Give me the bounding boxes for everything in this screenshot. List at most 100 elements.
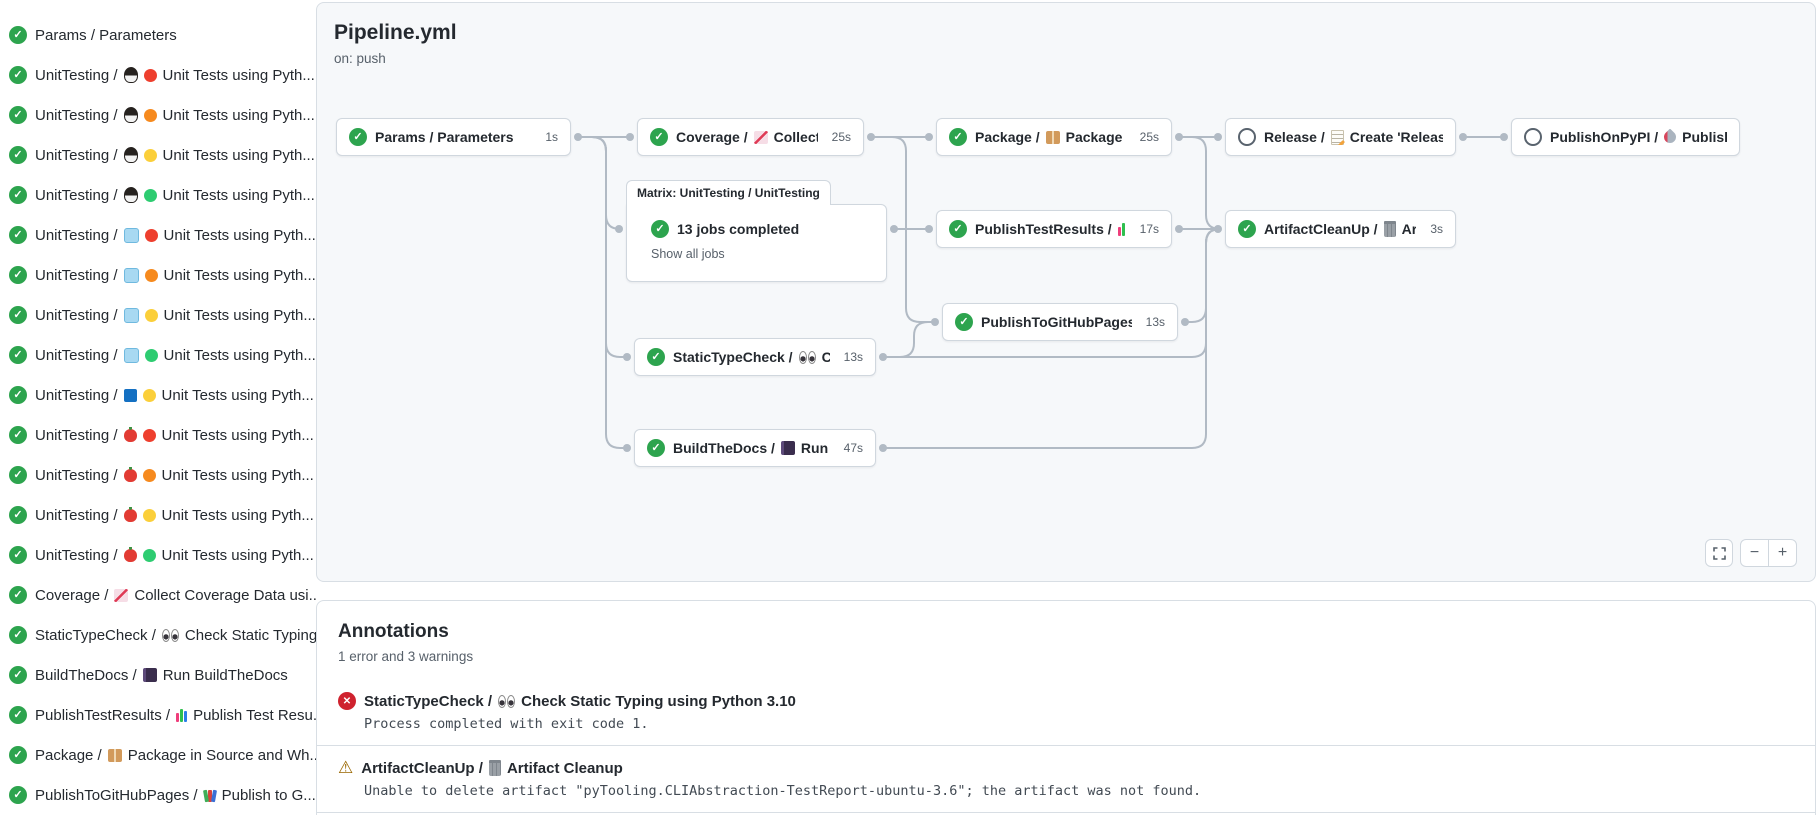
job-node-label: StaticTypeCheck /Chec... [673,349,830,365]
sidebar-job-label: UnitTesting /Unit Tests using Pyth... [35,146,315,164]
sidebar-job-item[interactable]: ✓UnitTesting /Unit Tests using Pyth... [0,255,316,295]
apple-icon [123,546,137,562]
job-duration: 13s [843,350,863,364]
annotations-panel: Annotations 1 error and 3 warnings ✕ Stat… [316,600,1816,815]
zoom-in-button[interactable]: + [1768,540,1796,566]
dot-green-icon [142,548,156,562]
annotations-rows: ✕ StaticTypeCheck /Check Static Typing us… [317,678,1815,813]
job-duration: 25s [1139,130,1159,144]
success-check-icon: ✓ [651,220,669,238]
annotation-job-link[interactable]: ArtifactCleanUp /Artifact Cleanup [361,759,623,777]
annotation-message: Process completed with exit code 1. [364,716,649,732]
job-node-release[interactable]: Release /Create 'Release P... [1225,118,1456,156]
skipped-circle-icon [1238,128,1256,146]
success-check-icon: ✓ [9,106,27,124]
dot-yellow-icon [142,388,156,402]
sidebar-job-item[interactable]: ✓UnitTesting /Unit Tests using Pyth... [0,175,316,215]
sidebar-job-item[interactable]: ✓UnitTesting /Unit Tests using Pyth... [0,455,316,495]
trash-icon [1383,221,1396,237]
blue-square-icon [123,388,137,402]
success-check-icon: ✓ [9,226,27,244]
annotations-header: Annotations 1 error and 3 warnings [317,601,1815,678]
success-check-icon: ✓ [349,128,367,146]
success-check-icon: ✓ [9,706,27,724]
rocket-icon [1661,129,1679,145]
sidebar-job-item[interactable]: ✓PublishToGitHubPages /Publish to G... [0,775,316,815]
jobs-sidebar: ✓Params / Parameters ✓ UnitTesting /Unit T… [0,15,316,815]
sidebar-job-item[interactable]: ✓Package /Package in Source and Wh... [0,735,316,775]
job-node-label: PublishToGitHubPages /... [981,314,1132,330]
warning-triangle-icon: ⚠ [338,758,354,777]
success-check-icon: ✓ [9,266,27,284]
success-check-icon: ✓ [647,439,665,457]
eyes-icon [161,628,179,642]
annotations-title: Annotations [338,621,449,642]
job-duration: 17s [1139,222,1159,236]
sidebar-job-item[interactable]: ✓BuildTheDocs /Run BuildTheDocs [0,655,316,695]
job-node-package[interactable]: ✓Package /Package in So...25s [936,118,1172,156]
penguin-icon [123,67,138,83]
ice-cube-icon [123,347,139,363]
job-node-static-type-check[interactable]: ✓StaticTypeCheck /Chec...13s [634,338,876,376]
sidebar-job-label: UnitTesting /Unit Tests using Pyth... [35,226,316,244]
sidebar-job-item[interactable]: ✓UnitTesting /Unit Tests using Pyth... [0,495,316,535]
sidebar-job-label: UnitTesting /Unit Tests using Pyth... [35,506,314,524]
sidebar-job-item[interactable]: ✓ UnitTesting /Unit Tests using Pyth... [0,535,316,575]
job-node-build-the-docs[interactable]: ✓BuildTheDocs /Run Buil...47s [634,429,876,467]
job-node-publish-on-pypi[interactable]: PublishOnPyPI /Publish to ... [1511,118,1740,156]
job-node-publish-to-github-pages[interactable]: ✓PublishToGitHubPages /...13s [942,303,1178,341]
zoom-out-button[interactable]: − [1749,544,1760,561]
job-node-artifact-cleanup[interactable]: ✓ArtifactCleanUp /Artifac...3s [1225,210,1456,248]
sidebar-job-item[interactable]: ✓UnitTesting /Unit Tests using Pyth... [0,135,316,175]
sidebar-job-item[interactable]: ✓UnitTesting /Unit Tests using Pyth... [0,55,316,95]
success-check-icon: ✓ [949,220,967,238]
success-check-icon: ✓ [9,426,27,444]
sidebar-job-item[interactable]: ✓UnitTesting /Unit Tests using Pyth... [0,295,316,335]
annotation-message: Unable to delete artifact "pyTooling.CLI… [364,783,1202,799]
show-all-jobs-link[interactable]: Show all jobs [651,247,725,261]
sidebar-job-label: UnitTesting /Unit Tests using Pyth... [35,466,314,484]
annotation-job-link[interactable]: StaticTypeCheck /Check Static Typing usi… [364,692,796,710]
dot-red-icon [143,68,157,82]
sidebar-job-item[interactable]: ✓UnitTesting /Unit Tests using Pyth... [0,335,316,375]
job-node-coverage[interactable]: ✓Coverage /Collect Cove...25s [637,118,864,156]
success-check-icon: ✓ [9,546,27,564]
graph-controls: − + [1705,539,1797,567]
sidebar-job-item[interactable]: ✓PublishTestResults /Publish Test Resu..… [0,695,316,735]
success-check-icon: ✓ [9,346,27,364]
fullscreen-button[interactable] [1705,539,1733,567]
bar-chart-icon [176,708,188,722]
job-node-publish-test-results[interactable]: ✓PublishTestResults /Pu...17s [936,210,1172,248]
ice-cube-icon [123,227,139,243]
sidebar-job-item[interactable]: ✓ UnitTesting /Unit Tests using Pyth... [0,415,316,455]
dot-orange-icon [142,468,156,482]
sidebar-job-label: UnitTesting /Unit Tests using Pyth... [35,66,315,84]
books-icon [202,789,217,802]
sidebar-job-item[interactable]: ✓StaticTypeCheck /Check Static Typing... [0,615,316,655]
annotations-summary: 1 error and 3 warnings [338,649,474,664]
dot-orange-icon [144,268,158,282]
error-x-icon: ✕ [338,692,356,710]
sidebar-job-item[interactable]: ✓ UnitTesting /Unit Tests using Pyth... [0,215,316,255]
graph-header: Pipeline.yml on: push [334,21,457,66]
workflow-trigger: on: push [334,51,386,66]
sidebar-job-label: UnitTesting /Unit Tests using Pyth... [35,546,314,564]
job-node-label: ArtifactCleanUp /Artifac... [1264,221,1417,237]
success-check-icon: ✓ [9,626,27,644]
chart-increasing-icon [114,588,129,602]
sidebar-job-label: UnitTesting /Unit Tests using Pyth... [35,426,314,444]
annotation-row-error: ✕ StaticTypeCheck /Check Static Typing us… [317,678,1815,745]
sidebar-job-label: UnitTesting /Unit Tests using Pyth... [35,186,315,204]
workflow-file-title: Pipeline.yml [334,21,457,44]
sidebar-job-item[interactable]: ✓Coverage /Collect Coverage Data usi... [0,575,316,615]
chart-increasing-icon [753,130,768,144]
sidebar-job-item[interactable]: ✓UnitTesting /Unit Tests using Pyth... [0,95,316,135]
job-node-label: Package /Package in So... [975,129,1126,145]
job-duration: 47s [843,441,863,455]
sidebar-job-item[interactable]: ✓Params / Parameters [0,15,316,55]
sidebar-job-item[interactable]: ✓UnitTesting /Unit Tests using Pyth... [0,375,316,415]
